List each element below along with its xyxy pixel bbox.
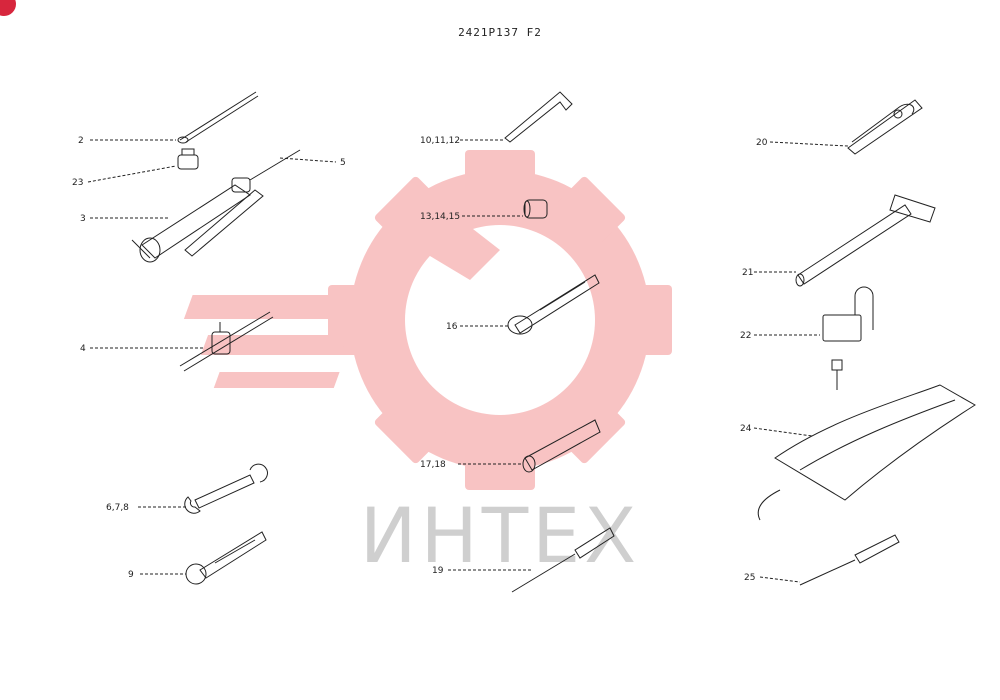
callout-16: 16	[446, 322, 458, 332]
corner-badge	[0, 0, 16, 16]
callout-9: 9	[128, 570, 134, 580]
callout-25: 25	[744, 573, 755, 583]
watermark-text: ИНТЕХ	[360, 491, 641, 580]
leader-24	[753, 427, 813, 437]
leader-5	[279, 157, 337, 163]
part-4-t-handle	[179, 311, 274, 372]
callout-3: 3	[80, 214, 86, 224]
part-2-bit	[177, 91, 259, 144]
callout-13-14-15: 13,14,15	[420, 212, 460, 222]
callout-6-7-8: 6,7,8	[106, 503, 129, 513]
part-9-adjustable-wrench	[185, 531, 267, 585]
part-20-pliers	[847, 99, 923, 155]
callout-17-18: 17,18	[420, 460, 446, 470]
leader-23	[87, 165, 177, 183]
part-19-screwdriver	[511, 527, 615, 593]
callout-4: 4	[80, 344, 86, 354]
callout-21: 21	[742, 268, 753, 278]
watermark-logo	[183, 150, 672, 490]
leader-25	[759, 576, 801, 583]
callout-22: 22	[740, 331, 751, 341]
part-25-screwdriver	[799, 534, 900, 586]
part-3-grease-gun	[131, 149, 301, 263]
part-22-padlock	[822, 286, 874, 390]
part-17-18-box-spanner	[522, 419, 601, 473]
leader-20	[769, 141, 849, 147]
part-10-11-12-hex-key	[504, 91, 573, 143]
part-6-7-8-wrench	[184, 463, 268, 514]
part-23-nipple	[177, 148, 199, 170]
part-16-ratchet	[507, 274, 600, 335]
callout-24: 24	[740, 424, 752, 434]
part-21-hammer	[795, 194, 936, 287]
callout-20: 20	[756, 138, 768, 148]
callout-2: 2	[78, 136, 84, 146]
callout-10-11-12: 10,11,12	[420, 136, 460, 146]
drawing-code: 2421P137 F2	[458, 26, 542, 39]
part-24-tool-roll	[757, 384, 976, 521]
part-13-14-15-socket	[523, 199, 548, 219]
callout-5: 5	[340, 158, 346, 168]
callout-19: 19	[432, 566, 444, 576]
callout-23: 23	[72, 178, 83, 188]
